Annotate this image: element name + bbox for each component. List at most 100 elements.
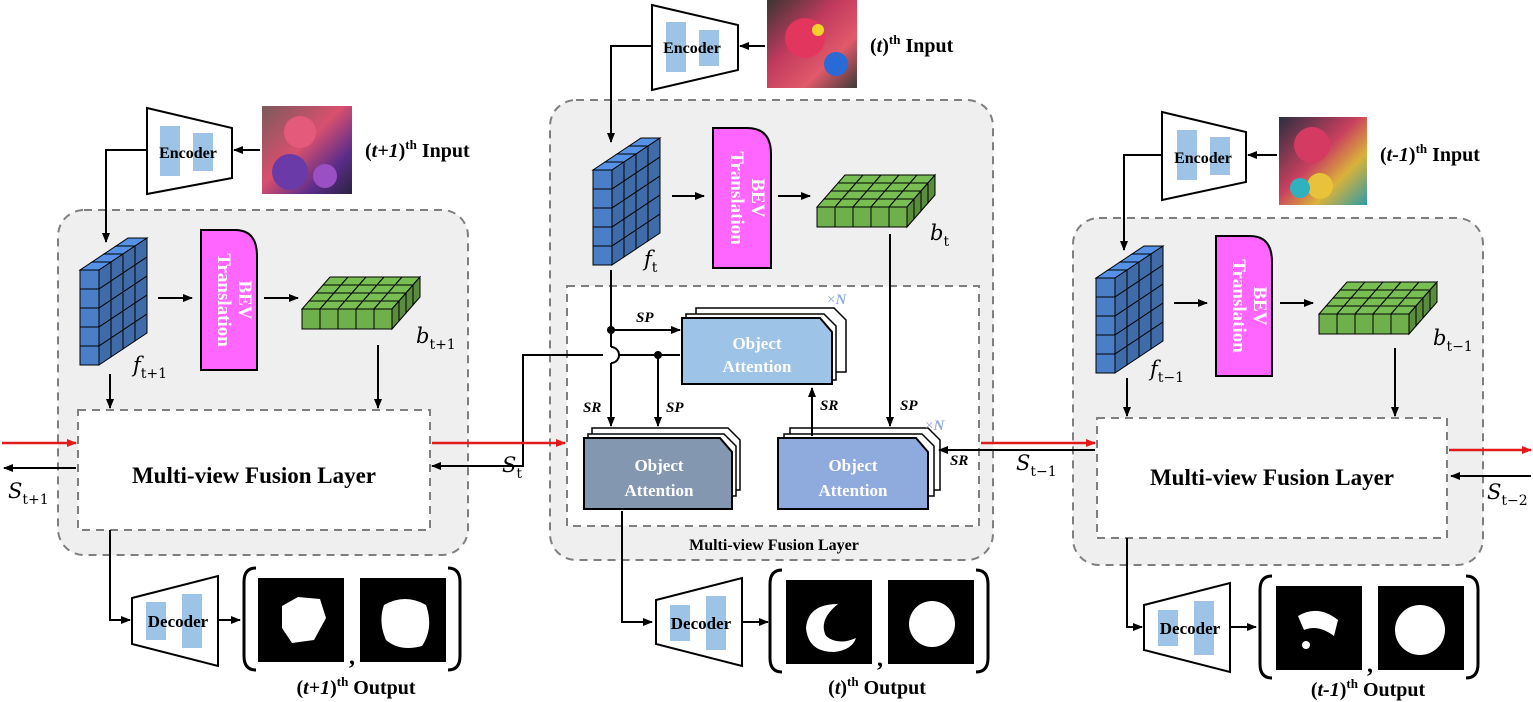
sr-label-right: SR xyxy=(950,453,968,469)
sp-label-right: SP xyxy=(900,398,918,414)
bev-grid-front-cell xyxy=(1354,313,1374,335)
input-photo-left xyxy=(262,106,352,194)
bev-grid-front-cell xyxy=(373,308,393,330)
state-label-t-minus-1: St−1 xyxy=(1016,451,1057,480)
state-label-t-minus-2: St−2 xyxy=(1487,480,1528,509)
cube-front-cell xyxy=(79,345,100,366)
cube-front-cell xyxy=(1095,353,1116,374)
bev-grid-side-cell xyxy=(412,275,421,307)
svg-text:BEVTranslation: BEVTranslation xyxy=(726,151,768,245)
svg-text:Encoder: Encoder xyxy=(663,40,721,57)
encoder-center: Encoder xyxy=(651,3,739,92)
cube-front-cell xyxy=(1095,296,1116,317)
bev-grid-front-cell xyxy=(888,206,908,228)
output-label-left: (t+1)th Output xyxy=(296,674,415,699)
svg-text:Decoder: Decoder xyxy=(1160,619,1221,638)
state-label-t-plus-1: St+1 xyxy=(8,479,49,508)
fusion-box-left xyxy=(77,409,431,531)
svg-text:,: , xyxy=(1367,652,1373,678)
input-label-right: (t-1)th Input xyxy=(1380,141,1480,166)
cube-front-cell xyxy=(79,307,100,328)
cube-side-cell xyxy=(647,213,661,242)
svg-text:,: , xyxy=(349,644,355,670)
sp-label-top: SP xyxy=(636,310,654,326)
svg-text:Encoder: Encoder xyxy=(1174,150,1232,167)
cube-front-cell xyxy=(592,207,613,228)
bev-grid-side-cell xyxy=(1429,280,1438,312)
bev-grid-front-cell xyxy=(1336,313,1356,335)
cube-front-cell xyxy=(1095,334,1116,355)
svg-text:Object: Object xyxy=(732,334,781,353)
cube-front-cell xyxy=(592,169,613,190)
bev-grid-front-cell xyxy=(319,308,339,330)
input-photo-center xyxy=(767,0,857,88)
fusion-label-left: Multi-view Fusion Layer xyxy=(132,463,376,488)
svg-text:,: , xyxy=(877,646,883,672)
bev-grid-center xyxy=(815,173,937,229)
cube-front-cell xyxy=(79,288,100,309)
output-label-center: (t)th Output xyxy=(828,674,926,699)
bev-grid-side-cell xyxy=(927,173,936,205)
repeat-marker-top: ×N xyxy=(827,292,847,308)
bev-grid-right xyxy=(1317,280,1439,336)
svg-text:Object: Object xyxy=(828,456,877,475)
bev-grid-front-cell xyxy=(870,206,890,228)
input-label-center: (t)th Input xyxy=(870,32,954,57)
svg-text:Decoder: Decoder xyxy=(148,612,209,631)
state-label-t: St xyxy=(502,453,522,482)
output-center: , xyxy=(768,568,990,674)
cube-front-cell xyxy=(79,326,100,347)
svg-text:Attention: Attention xyxy=(625,481,694,500)
cube-front-cell xyxy=(1095,315,1116,336)
bev-grid-front-cell xyxy=(337,308,357,330)
output-label-right: (t-1)th Output xyxy=(1311,676,1426,701)
decoder-left: Decoder xyxy=(131,574,219,668)
cube-front-cell xyxy=(592,226,613,247)
encoder-right: Encoder xyxy=(1161,110,1247,202)
bev-grid-front-cell xyxy=(834,206,854,228)
cube-front-cell xyxy=(592,188,613,209)
svg-text:Attention: Attention xyxy=(723,357,792,376)
decoder-center: Decoder xyxy=(655,576,743,668)
bev-translation-right: BEVTranslation xyxy=(1215,235,1273,377)
sr-label-left: SR xyxy=(583,400,601,416)
bev-grid-front-cell xyxy=(1318,313,1338,335)
input-label-left: (t+1)th Input xyxy=(365,137,470,162)
cube-front-cell xyxy=(592,245,613,266)
object-attention-right: Object Attention xyxy=(777,427,941,510)
fusion-caption-center: Multi-view Fusion Layer xyxy=(689,537,859,554)
fusion-label-right: Multi-view Fusion Layer xyxy=(1150,465,1394,490)
bev-grid-left xyxy=(300,275,422,331)
cube-side-cell xyxy=(1150,321,1164,350)
svg-text:Attention: Attention xyxy=(819,481,888,500)
encoder-left: Encoder xyxy=(146,106,233,196)
sr-label-mid: SR xyxy=(820,398,838,414)
bev-grid-front-cell xyxy=(852,206,872,228)
feature-volume-right xyxy=(1094,245,1165,374)
bev-grid-front-cell xyxy=(1372,313,1392,335)
decoder-right: Decoder xyxy=(1143,581,1231,674)
sp-label-mid: SP xyxy=(666,400,684,416)
input-photo-right xyxy=(1279,117,1367,205)
bev-translation-center: BEVTranslation xyxy=(712,127,772,269)
svg-text:Decoder: Decoder xyxy=(671,614,732,633)
bev-translation-left: BEVTranslation xyxy=(200,229,258,371)
object-attention-left: Object Attention xyxy=(583,427,741,510)
cube-front-cell xyxy=(79,269,100,290)
fusion-box-right xyxy=(1096,417,1448,539)
bev-grid-front-cell xyxy=(1390,313,1410,335)
output-right: , xyxy=(1258,574,1480,680)
cube-side-cell xyxy=(134,313,148,342)
object-attention-top: Object Attention xyxy=(681,307,847,385)
svg-text:Encoder: Encoder xyxy=(159,145,217,162)
svg-text:BEVTranslation: BEVTranslation xyxy=(213,253,255,347)
svg-text:Object: Object xyxy=(634,456,683,475)
repeat-marker-right: ×N xyxy=(925,418,945,434)
cube-front-cell xyxy=(1095,277,1116,298)
feature-volume-center xyxy=(591,137,662,266)
svg-text:BEVTranslation: BEVTranslation xyxy=(1228,259,1270,353)
bev-grid-front-cell xyxy=(816,206,836,228)
output-left: , xyxy=(242,566,462,672)
bev-grid-front-cell xyxy=(355,308,375,330)
